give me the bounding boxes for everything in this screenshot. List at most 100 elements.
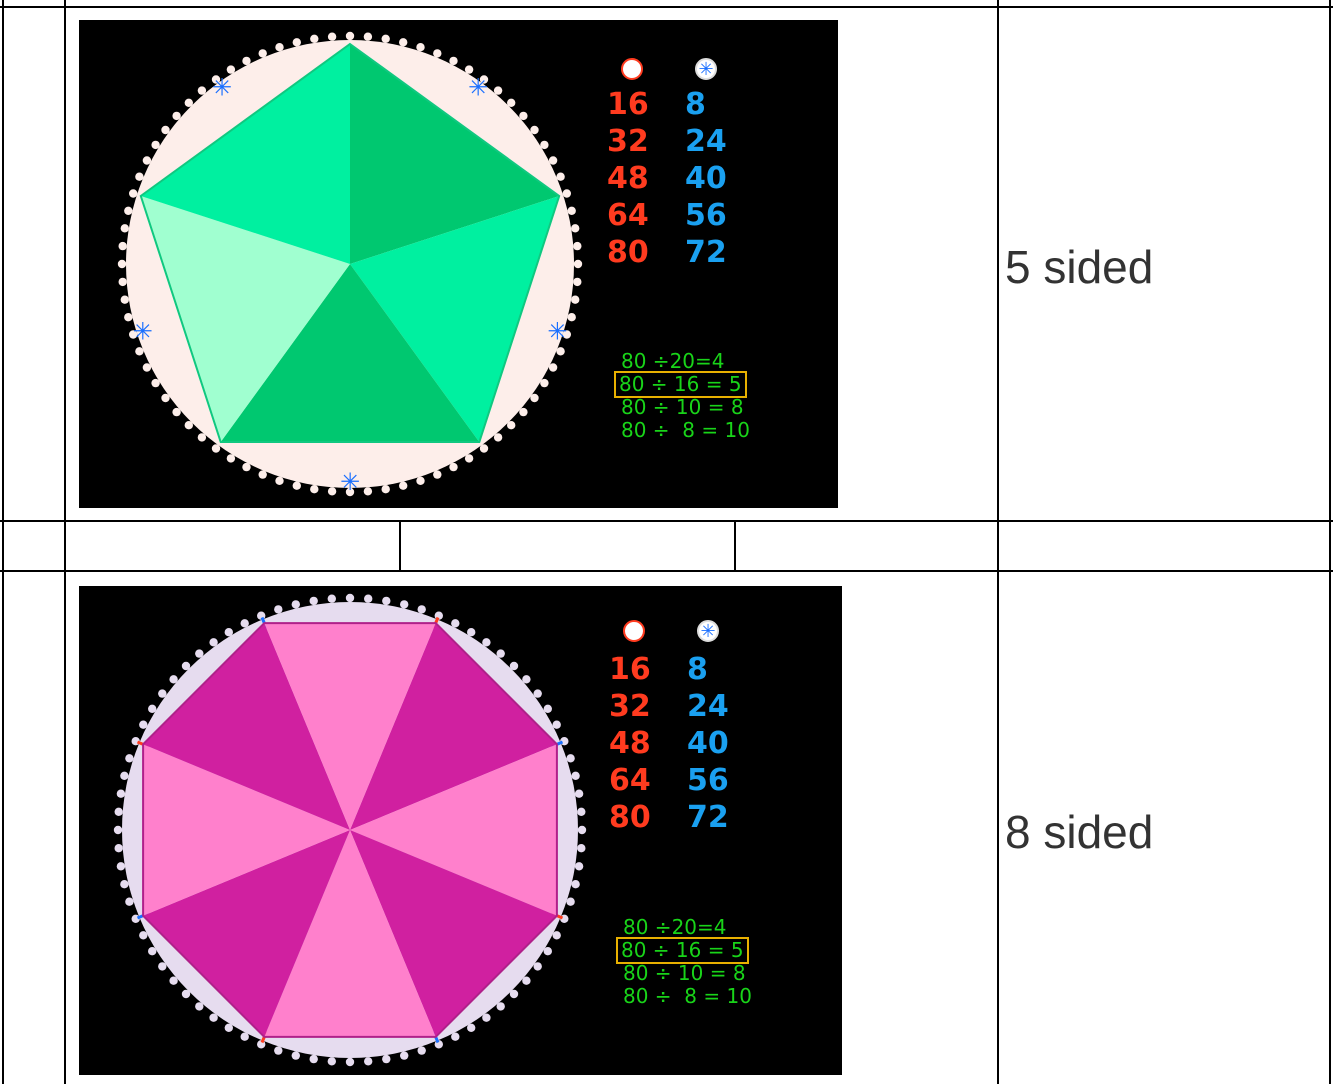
gear-tooth — [556, 347, 564, 355]
equation-highlighted: 80 ÷ 16 = 5 — [618, 939, 747, 962]
gear-tooth — [451, 1033, 459, 1041]
legend-value: 56 — [685, 198, 755, 233]
legend-value: 48 — [609, 726, 687, 761]
gear-tooth — [571, 296, 579, 304]
gear-tooth — [346, 594, 354, 602]
legend-value: 24 — [687, 689, 757, 724]
gear-tooth — [416, 477, 424, 485]
gear-tooth — [139, 931, 147, 939]
gear-tooth — [242, 463, 250, 471]
gear-tooth — [433, 470, 441, 478]
gear-tooth — [124, 207, 132, 215]
gear-tooth — [310, 485, 318, 493]
legend-value: 72 — [687, 800, 757, 835]
gear-tooth — [328, 595, 336, 603]
gear-tooth — [556, 173, 564, 181]
division-equations: 80 ÷20=4 80 ÷ 16 = 5 80 ÷ 10 = 8 80 ÷ 8 … — [623, 916, 752, 1008]
star-marker-icon: ✳ — [547, 317, 567, 345]
legend-value: 40 — [685, 161, 755, 196]
gear-tooth — [400, 600, 408, 608]
gear-tooth — [139, 721, 147, 729]
gear-tooth — [275, 477, 283, 485]
gear-tooth — [310, 35, 318, 43]
legend-value: 32 — [609, 689, 687, 724]
legend-value: 16 — [609, 652, 687, 687]
gear-tooth — [553, 931, 561, 939]
row-label: 5 sided — [1005, 240, 1153, 294]
gear-tooth — [574, 260, 582, 268]
gear-tooth — [346, 32, 354, 40]
star-marker-icon: ✳ — [468, 74, 488, 102]
gear-tooth — [125, 898, 133, 906]
star-marker-icon: ✳ — [133, 317, 153, 345]
circle-marker-icon — [621, 58, 643, 80]
gear-tooth — [274, 1046, 282, 1054]
gear-tooth — [416, 43, 424, 51]
gear-tooth — [259, 49, 267, 57]
legend-value: 80 — [607, 235, 685, 270]
gear-tooth — [382, 1055, 390, 1063]
equation-highlighted: 80 ÷ 16 = 5 — [616, 373, 745, 396]
gear-tooth — [143, 156, 151, 164]
table-column-divider — [734, 520, 736, 572]
gear-tooth — [568, 313, 576, 321]
gear-tooth — [241, 619, 249, 627]
legend-value: 32 — [607, 124, 685, 159]
gear-tooth — [573, 278, 581, 286]
legend-value: 16 — [607, 87, 685, 122]
table-row-divider — [0, 520, 1333, 522]
gear-tooth — [293, 482, 301, 490]
gear-tooth — [549, 156, 557, 164]
gear-tooth — [310, 597, 318, 605]
gear-tooth — [125, 754, 133, 762]
gear-tooth — [328, 487, 336, 495]
gear-tooth — [129, 189, 137, 197]
gear-tooth — [571, 772, 579, 780]
gear-tooth — [119, 242, 127, 250]
gear-tooth — [310, 1055, 318, 1063]
gear-tooth — [242, 57, 250, 65]
gear-tooth — [259, 470, 267, 478]
gear-tooth — [292, 1051, 300, 1059]
gear-tooth — [578, 826, 586, 834]
multiples-legend: 168 3224 4840 6456 8072 — [607, 86, 755, 271]
gear-tooth — [143, 363, 151, 371]
gear-tooth — [549, 363, 557, 371]
gear-tooth — [575, 790, 583, 798]
gear-tooth — [382, 597, 390, 605]
gear-tooth — [577, 844, 585, 852]
gear-tooth — [449, 57, 457, 65]
star-marker-icon: ✳ — [212, 74, 232, 102]
legend-value: 72 — [685, 235, 755, 270]
gear-tooth — [117, 862, 125, 870]
gear-tooth — [433, 49, 441, 57]
gear-tooth — [346, 1058, 354, 1066]
gear-tooth — [577, 808, 585, 816]
gear-tooth — [364, 595, 372, 603]
gear-tooth — [364, 33, 372, 41]
legend-value: 64 — [609, 763, 687, 798]
gear-tooth — [571, 224, 579, 232]
gear-tooth — [382, 485, 390, 493]
gear-tooth — [328, 1057, 336, 1065]
gear-tooth — [382, 35, 390, 43]
gear-tooth — [399, 482, 407, 490]
legend-value: 56 — [687, 763, 757, 798]
gear-tooth — [114, 826, 122, 834]
gear-tooth — [451, 619, 459, 627]
gear-tooth — [135, 347, 143, 355]
gear-tooth — [274, 605, 282, 613]
gear-tooth — [121, 296, 129, 304]
gear-tooth — [553, 721, 561, 729]
equation: 80 ÷20=4 — [621, 350, 750, 373]
gear-tooth — [120, 772, 128, 780]
star-marker-icon: ✳ — [340, 468, 360, 496]
gear-tooth — [566, 898, 574, 906]
table-column-divider — [64, 0, 66, 1084]
gear-tooth — [328, 33, 336, 41]
gear-tooth — [119, 278, 127, 286]
gear-tooth — [293, 38, 301, 46]
gear-tooth — [120, 880, 128, 888]
gear-tooth — [571, 880, 579, 888]
